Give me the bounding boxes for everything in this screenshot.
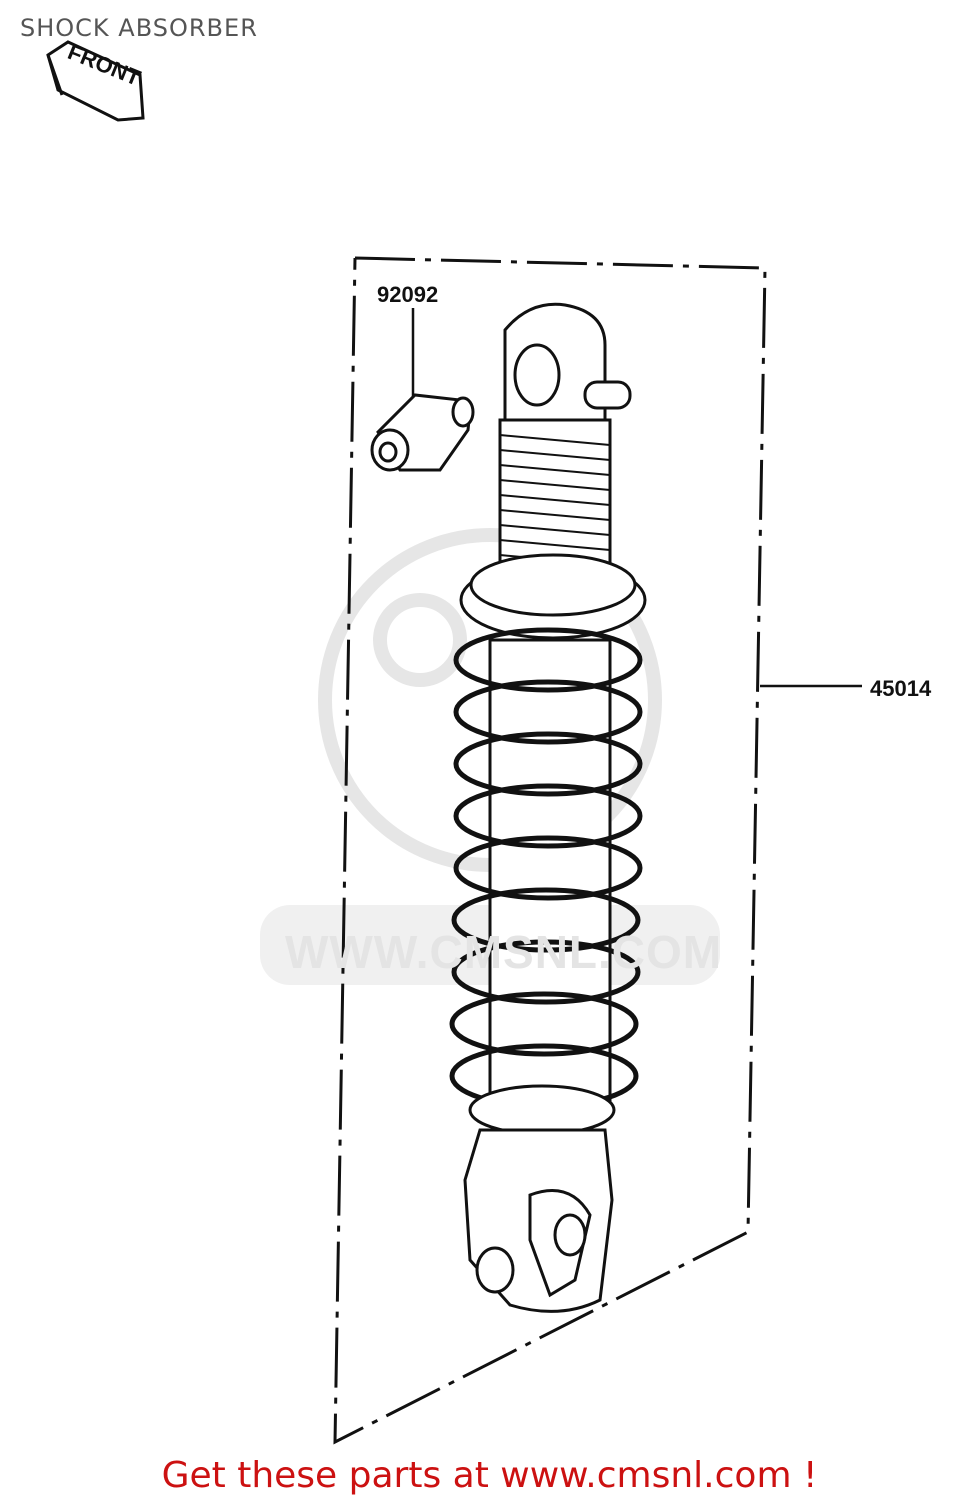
watermark-text: WWW.CMSNL.COM xyxy=(285,926,723,978)
callout-45014[interactable]: 45014 xyxy=(870,676,932,701)
front-direction-marker: FRONT xyxy=(46,39,145,122)
diagram-title: SHOCK ABSORBER xyxy=(20,14,258,42)
bushing-part-92092 xyxy=(370,393,475,472)
shock-absorber-part-45014 xyxy=(449,302,647,1313)
callout-92092[interactable]: 92092 xyxy=(377,282,439,307)
leader-lines xyxy=(411,308,862,688)
assembly-outline xyxy=(333,256,767,1445)
footer-cta-link[interactable]: Get these parts at www.cmsnl.com ! xyxy=(161,1455,818,1496)
